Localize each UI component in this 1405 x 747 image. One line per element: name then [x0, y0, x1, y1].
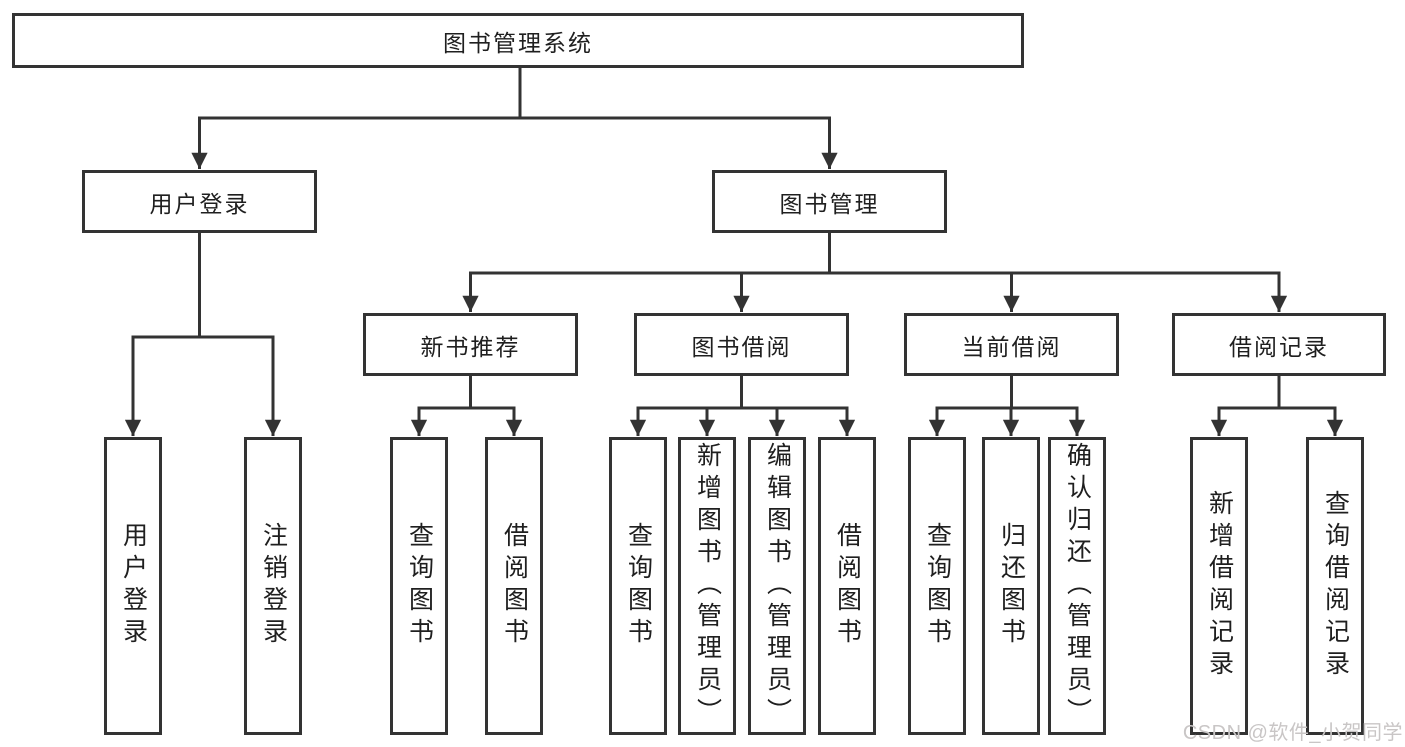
node-new-book-recommend: 新书推荐 — [363, 313, 578, 376]
leaf-query-borrow-record-label: 查询借阅记录 — [1321, 490, 1350, 682]
leaf-return-books: 归还图书 — [982, 437, 1040, 735]
node-book-management-label: 图书管理 — [779, 190, 880, 217]
connector-current-borrow-fork — [928, 406, 1086, 436]
node-user-login: 用户登录 — [82, 170, 317, 233]
node-current-borrow-label: 当前借阅 — [961, 333, 1062, 360]
leaf-confirm-return-admin-label: 确认归还（管理员） — [1063, 442, 1092, 730]
leaf-borrow-books-label: 借阅图书 — [833, 522, 862, 650]
node-book-borrow: 图书借阅 — [634, 313, 849, 376]
leaf-logout: 注销登录 — [244, 437, 302, 735]
node-borrow-records: 借阅记录 — [1172, 313, 1386, 376]
leaf-borrow-query-books: 查询图书 — [609, 437, 667, 735]
connector-book-borrow-fork — [629, 406, 856, 436]
connector-root-fork — [191, 116, 838, 169]
leaf-recommend-query-books: 查询图书 — [390, 437, 448, 735]
leaf-borrow-books: 借阅图书 — [818, 437, 876, 735]
connector-user-login-fork — [124, 335, 282, 436]
leaf-user-login: 用户登录 — [104, 437, 162, 735]
node-user-login-label: 用户登录 — [149, 190, 250, 217]
node-book-management: 图书管理 — [712, 170, 947, 233]
node-current-borrow: 当前借阅 — [904, 313, 1119, 376]
leaf-confirm-return-admin: 确认归还（管理员） — [1048, 437, 1106, 735]
leaf-borrow-query-books-label: 查询图书 — [624, 522, 653, 650]
node-book-borrow-label: 图书借阅 — [691, 333, 792, 360]
leaf-return-books-label: 归还图书 — [997, 522, 1026, 650]
node-root-system: 图书管理系统 — [12, 13, 1024, 68]
csdn-watermark: CSDN @软件_小贺同学 — [1182, 722, 1403, 744]
leaf-recommend-query-books-label: 查询图书 — [405, 522, 434, 650]
leaf-current-query-books-label: 查询图书 — [923, 522, 952, 650]
leaf-current-query-books: 查询图书 — [908, 437, 966, 735]
leaf-recommend-borrow-books: 借阅图书 — [485, 437, 543, 735]
connector-new-book-fork — [410, 406, 523, 436]
connector-borrow-records-fork — [1210, 406, 1344, 436]
leaf-edit-books-admin: 编辑图书（管理员） — [748, 437, 806, 735]
leaf-add-books-admin-label: 新增图书（管理员） — [693, 442, 722, 730]
leaf-logout-label: 注销登录 — [259, 522, 288, 650]
node-new-book-recommend-label: 新书推荐 — [420, 333, 521, 360]
node-root-label: 图书管理系统 — [443, 29, 593, 56]
leaf-add-borrow-record-label: 新增借阅记录 — [1205, 490, 1234, 682]
leaf-recommend-borrow-books-label: 借阅图书 — [500, 522, 529, 650]
leaf-add-borrow-record: 新增借阅记录 — [1190, 437, 1248, 735]
connector-book-management-fork — [462, 271, 1288, 312]
leaf-add-books-admin: 新增图书（管理员） — [678, 437, 736, 735]
leaf-edit-books-admin-label: 编辑图书（管理员） — [763, 442, 792, 730]
leaf-user-login-label: 用户登录 — [119, 522, 148, 650]
node-borrow-records-label: 借阅记录 — [1229, 333, 1329, 360]
leaf-query-borrow-record: 查询借阅记录 — [1306, 437, 1364, 735]
